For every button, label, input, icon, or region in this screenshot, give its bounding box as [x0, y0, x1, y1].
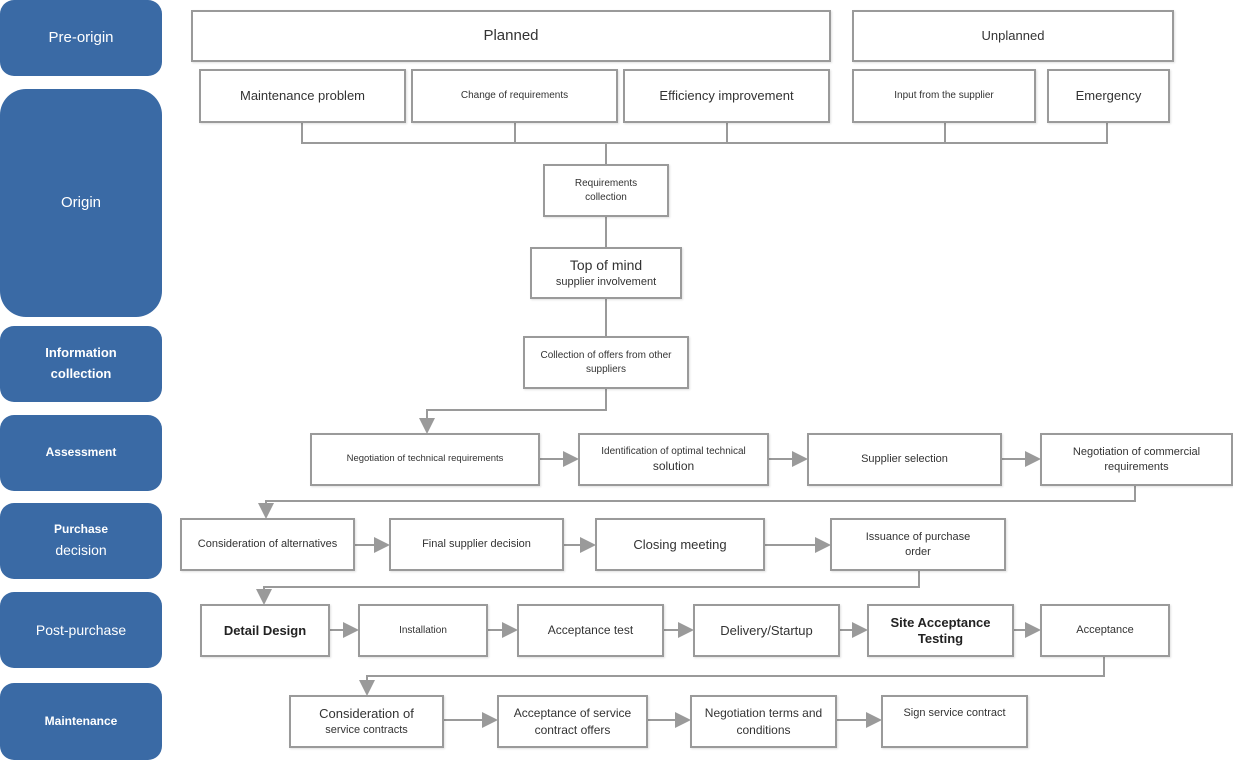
negotiation-commercial-box: Negotiation of commercial requirements [1040, 433, 1233, 486]
final-supplier-decision-label: Final supplier decision [422, 538, 531, 551]
detail-design-box: Detail Design [200, 604, 330, 657]
consideration-alternatives-label: Consideration of alternatives [197, 538, 338, 551]
collection-of-offers-label: Collection of offers from other supplier… [540, 350, 672, 375]
acceptance-label: Acceptance [1076, 624, 1134, 637]
stage-pre-origin: Pre-origin [0, 0, 162, 76]
stage-label-text: Origin [60, 194, 101, 211]
supplier-involvement-label: supplier involvement [555, 276, 657, 289]
acceptance-test-label: Acceptance test [547, 623, 634, 638]
stage-label-text: Post-purchase [35, 621, 127, 638]
top-of-mind-box: Top of mind supplier involvement [530, 247, 682, 299]
input-from-supplier-box: Input from the supplier [852, 69, 1036, 123]
identification-solution-box: Identification of optimal technical solu… [578, 433, 769, 486]
input-from-supplier-label: Input from the supplier [894, 90, 994, 102]
emergency-box: Emergency [1047, 69, 1170, 123]
site-acceptance-testing-box: Site Acceptance Testing [867, 604, 1014, 657]
closing-meeting-label: Closing meeting [633, 536, 727, 552]
stage-label-text: Pre-origin [48, 29, 114, 46]
stage-origin: Origin [0, 89, 162, 317]
final-supplier-decision-box: Final supplier decision [389, 518, 564, 571]
change-of-requirements-box: Change of requirements [411, 69, 618, 123]
planned-label: Planned [483, 26, 539, 44]
sign-service-contract-label: Sign service contract [903, 707, 1006, 719]
stage-label-text: Maintenance [44, 713, 118, 728]
installation-label: Installation [399, 624, 447, 636]
consideration-alternatives-box: Consideration of alternatives [180, 518, 355, 571]
efficiency-improvement-label: Efficiency improvement [659, 88, 794, 104]
unplanned-label: Unplanned [981, 28, 1045, 44]
stage-label-text: Purchase [53, 522, 109, 537]
efficiency-improvement-box: Efficiency improvement [623, 69, 830, 123]
collection-of-offers-box: Collection of offers from other supplier… [523, 336, 689, 389]
maintenance-problem-label: Maintenance problem [239, 88, 366, 104]
stage-label-text: Information collection [45, 345, 117, 381]
negotiation-terms-box: Negotiation terms and conditions [690, 695, 837, 748]
consideration-service-label: Consideration of [319, 706, 414, 722]
supplier-selection-box: Supplier selection [807, 433, 1002, 486]
stage-label-text: decision [55, 542, 107, 559]
negotiation-terms-label: Negotiation terms and conditions [704, 706, 823, 737]
issuance-purchase-order-label: Issuance of purchase order [865, 530, 971, 558]
site-acceptance-testing-label: Site Acceptance Testing [890, 614, 991, 646]
acceptance-service-offers-box: Acceptance of service contract offers [497, 695, 648, 748]
issuance-purchase-order-box: Issuance of purchase order [830, 518, 1006, 571]
sign-service-contract-box: Sign service contract [881, 695, 1028, 748]
negotiation-technical-box: Negotiation of technical requirements [310, 433, 540, 486]
detail-design-label: Detail Design [223, 622, 307, 638]
stage-label-text: Assessment [45, 445, 117, 460]
stage-assessment: Assessment [0, 415, 162, 491]
stage-maintenance: Maintenance [0, 683, 162, 760]
acceptance-box: Acceptance [1040, 604, 1170, 657]
acceptance-test-box: Acceptance test [517, 604, 664, 657]
installation-box: Installation [358, 604, 488, 657]
closing-meeting-box: Closing meeting [595, 518, 765, 571]
maintenance-problem-box: Maintenance problem [199, 69, 406, 123]
negotiation-technical-label: Negotiation of technical requirements [346, 453, 504, 465]
acceptance-service-offers-label: Acceptance of service contract offers [513, 706, 632, 737]
supplier-selection-label: Supplier selection [861, 453, 948, 466]
stage-purchase-decision: Purchase decision [0, 503, 162, 579]
service-contracts-label: service contracts [325, 723, 408, 736]
identification-label: Identification of optimal technical [601, 445, 746, 457]
consideration-service-box: Consideration of service contracts [289, 695, 444, 748]
delivery-startup-box: Delivery/Startup [693, 604, 840, 657]
requirements-collection-box: Requirements collection [543, 164, 669, 217]
unplanned-box: Unplanned [852, 10, 1174, 62]
top-of-mind-label: Top of mind [569, 257, 643, 274]
solution-label: solution [652, 459, 695, 474]
negotiation-commercial-label: Negotiation of commercial requirements [1072, 445, 1201, 473]
stage-post-purchase: Post-purchase [0, 592, 162, 668]
requirements-collection-label: Requirements collection [574, 178, 638, 203]
planned-box: Planned [191, 10, 831, 62]
change-of-requirements-label: Change of requirements [460, 90, 569, 102]
stage-information-collection: Information collection [0, 326, 162, 402]
delivery-startup-label: Delivery/Startup [720, 622, 813, 638]
emergency-label: Emergency [1075, 88, 1142, 104]
